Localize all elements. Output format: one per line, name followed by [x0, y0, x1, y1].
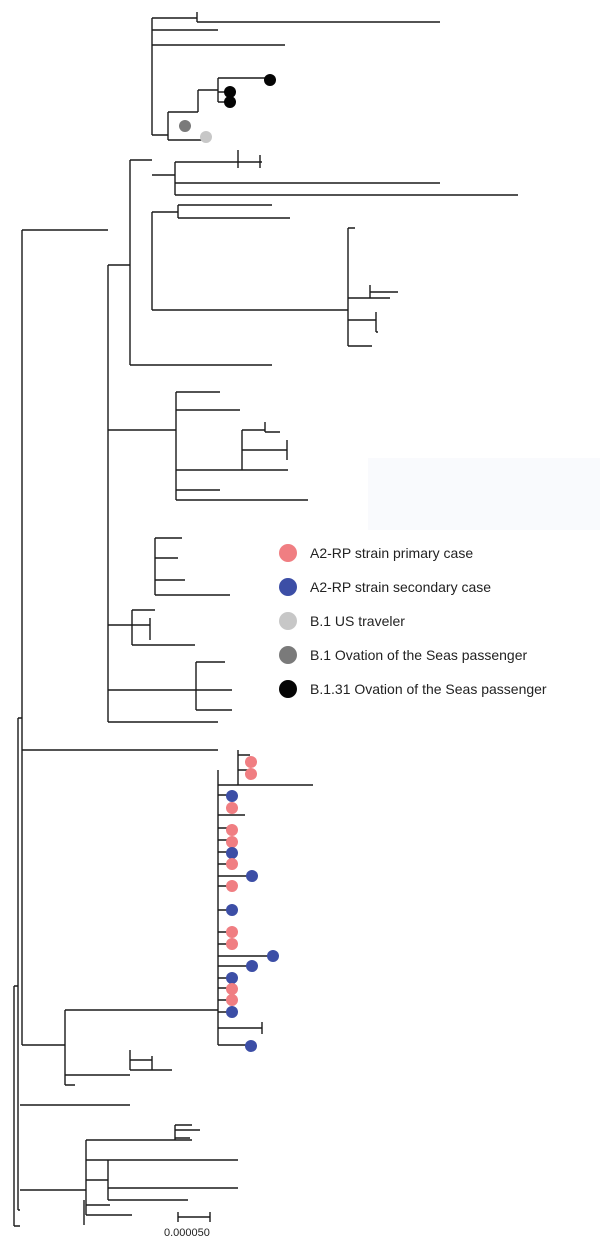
legend-label-secondary: A2-RP strain secondary case [310, 579, 491, 595]
legend-item-us-traveler: B.1 US traveler [279, 612, 405, 630]
tip-primary-case [226, 983, 238, 995]
tip-secondary-case [226, 904, 238, 916]
legend-label-b1-passenger: B.1 Ovation of the Seas passenger [310, 647, 527, 663]
tip-secondary-case [226, 790, 238, 802]
tip-b1-passenger [179, 120, 191, 132]
tip-primary-case [226, 926, 238, 938]
legend: A2-RP strain primary case A2-RP strain s… [279, 544, 547, 698]
tip-secondary-case [246, 960, 258, 972]
tip-secondary-case [245, 1040, 257, 1052]
tip-secondary-case [226, 847, 238, 859]
tip-b131-passenger [224, 96, 236, 108]
lower-clade [20, 1050, 238, 1225]
tip-b131-passenger [264, 74, 276, 86]
tip-primary-case [226, 858, 238, 870]
background-panel [368, 458, 600, 530]
legend-swatch-primary [279, 544, 297, 562]
second-subclade [151, 150, 518, 347]
tip-secondary-case [226, 1006, 238, 1018]
tip-secondary-case [246, 870, 258, 882]
tip-primary-case [226, 994, 238, 1006]
legend-swatch-b1-passenger [279, 646, 297, 664]
scale-bar: 0.000050 [164, 1212, 211, 1239]
top-subclade [129, 12, 440, 366]
legend-label-us-traveler: B.1 US traveler [310, 613, 405, 629]
tip-markers [179, 74, 279, 1052]
legend-swatch-secondary [279, 578, 297, 596]
tip-b131-passenger [224, 86, 236, 98]
tip-us-traveler [200, 131, 212, 143]
scale-bar-label: 0.000050 [164, 1227, 210, 1239]
tip-primary-case [226, 802, 238, 814]
upper-clade [21, 229, 218, 1046]
tree-branches [13, 12, 518, 1227]
legend-item-secondary-case: A2-RP strain secondary case [279, 578, 491, 596]
tip-primary-case [245, 756, 257, 768]
fourth-subclade [108, 537, 232, 711]
tip-primary-case [226, 836, 238, 848]
third-subclade [108, 391, 308, 501]
legend-item-b131-passenger: B.1.31 Ovation of the Seas passenger [279, 680, 547, 698]
legend-swatch-us-traveler [279, 612, 297, 630]
legend-swatch-b131-passenger [279, 680, 297, 698]
a2rp-clade [64, 750, 313, 1086]
scale-bar-line [177, 1212, 211, 1222]
legend-item-b1-passenger: B.1 Ovation of the Seas passenger [279, 646, 527, 664]
legend-label-b131-passenger: B.1.31 Ovation of the Seas passenger [310, 681, 547, 697]
legend-item-primary-case: A2-RP strain primary case [279, 544, 473, 562]
tip-primary-case [226, 938, 238, 950]
tip-primary-case [245, 768, 257, 780]
tip-secondary-case [226, 972, 238, 984]
tip-primary-case [226, 880, 238, 892]
legend-label-primary: A2-RP strain primary case [310, 545, 473, 561]
tip-secondary-case [267, 950, 279, 962]
tip-primary-case [226, 824, 238, 836]
root-backbone [13, 717, 22, 1227]
